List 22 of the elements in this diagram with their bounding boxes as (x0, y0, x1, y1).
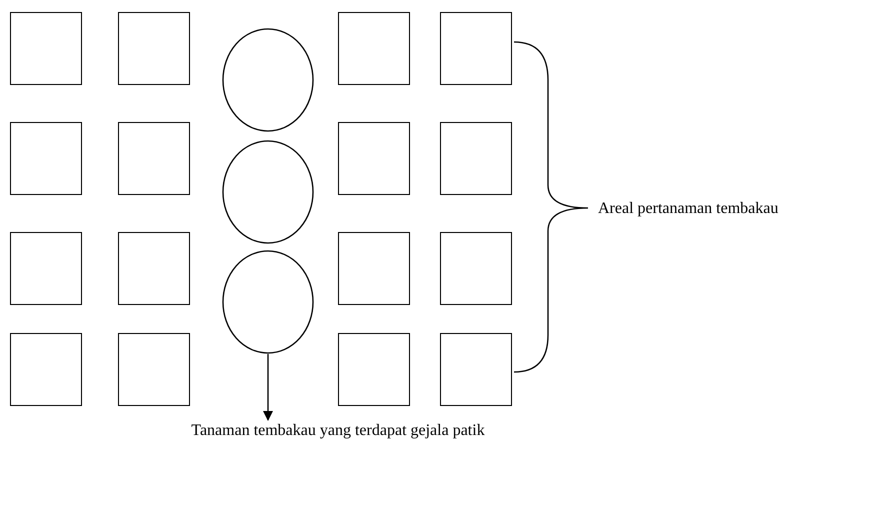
plot-square (118, 232, 190, 305)
plant-caption: Tanaman tembakau yang terdapat gejala patik (128, 422, 548, 444)
plant-circle (222, 140, 314, 244)
plot-square (10, 333, 82, 406)
plot-square (440, 122, 512, 195)
arrow (263, 354, 273, 421)
plot-square (118, 122, 190, 195)
plot-square (118, 12, 190, 85)
plant-circle (222, 28, 314, 132)
plot-square (10, 12, 82, 85)
plot-square (118, 333, 190, 406)
plot-square (10, 122, 82, 195)
area-label: Areal pertanaman tembakau (598, 200, 778, 218)
plot-square (440, 12, 512, 85)
plant-circle (222, 250, 314, 354)
plot-square (338, 333, 410, 406)
plot-square (440, 333, 512, 406)
plot-square (338, 232, 410, 305)
plot-square (10, 232, 82, 305)
plot-square (338, 122, 410, 195)
plot-square (440, 232, 512, 305)
plot-square (338, 12, 410, 85)
